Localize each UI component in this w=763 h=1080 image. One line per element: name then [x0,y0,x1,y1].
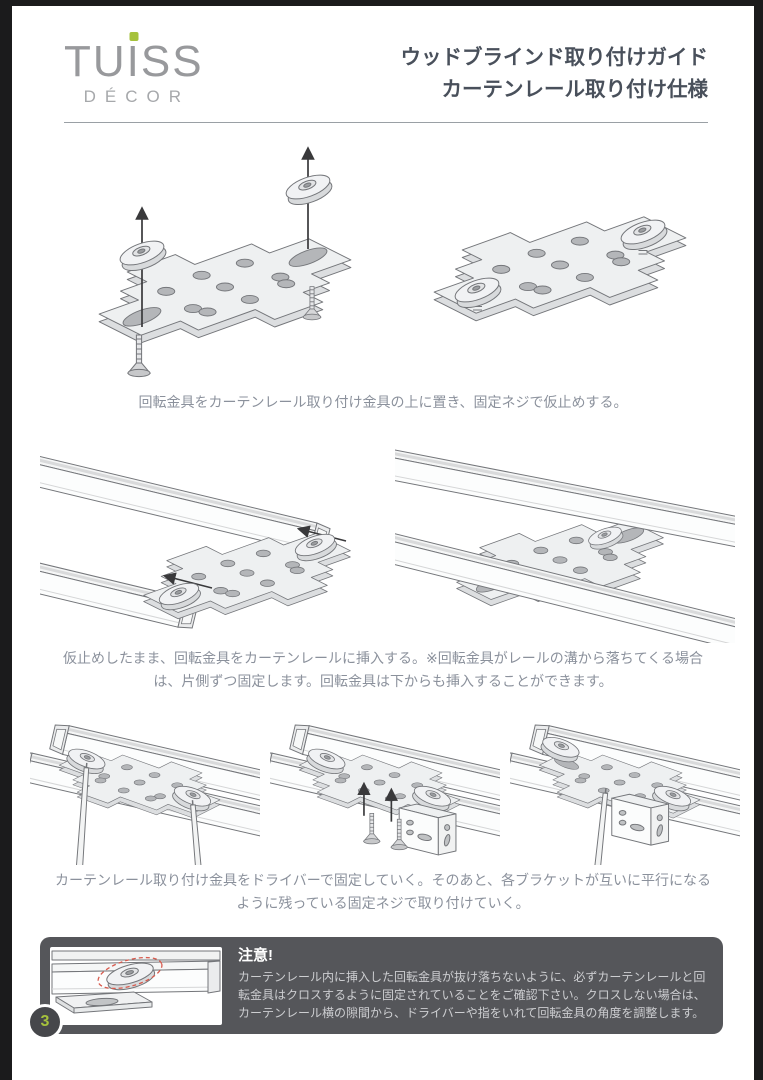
illustration-step1-fittings-loose [98,146,352,378]
illustration-step3-bracket-fixed [510,722,740,866]
illustration-warning-cross-check [51,950,221,1014]
step3-figures [12,701,754,866]
brand-logo-wordmark: TUISS [64,40,204,84]
page-number-badge: 3 [27,1004,63,1041]
warning-illustration-panel [50,947,222,1026]
page-title: ウッドブラインド取り付けガイド カーテンレール取り付け仕様 [401,42,709,106]
logo-text: SS [140,37,204,86]
logo-text: TU [64,37,127,86]
step2-figures [12,428,754,644]
illustration-step3-attach-bracket [270,722,500,866]
warning-body: カーテンレール内に挿入した回転金具が抜け落ちないように、必ずカーテンレールと回転… [238,970,706,1021]
step1-figures [12,137,754,387]
warning-title: 注意! [238,947,273,965]
illustration-step2-insert-into-rails [40,428,351,632]
illustration-step2-inserted [395,439,735,644]
header: TUISS DÉCOR ウッドブラインド取り付けガイド カーテンレール取り付け仕… [12,6,754,107]
warning-box: 注意! カーテンレール内に挿入した回転金具が抜け落ちないように、必ずカーテンレー… [27,937,723,1041]
step2-caption: 仮止めしたまま、回転金具をカーテンレールに挿入する。※回転金具がレールの溝から落… [62,650,704,690]
brand-logo-subtext: DÉCOR [83,87,190,106]
page-title-line2: カーテンレール取り付け仕様 [441,77,709,101]
logo-letter-i-with-green-dot: I [126,37,141,86]
illustration-step1-fittings-attached [433,214,687,321]
document-page: TUISS DÉCOR ウッドブラインド取り付けガイド カーテンレール取り付け仕… [12,6,754,1080]
step1-caption: 回転金具をカーテンレール取り付け金具の上に置き、固定ネジで仮止めする。 [138,394,628,410]
illustration-step3-fix-with-screwdriver [30,722,260,866]
brand-logo: TUISS DÉCOR [64,40,204,107]
step3-caption: カーテンレール取り付け金具をドライバーで固定していく。そのあと、各ブラケットが互… [55,872,711,912]
page-title-line1: ウッドブラインド取り付けガイド [400,45,709,69]
header-divider [64,122,708,123]
warning-text: 注意! カーテンレール内に挿入した回転金具が抜け落ちないように、必ずカーテンレー… [238,944,709,1022]
